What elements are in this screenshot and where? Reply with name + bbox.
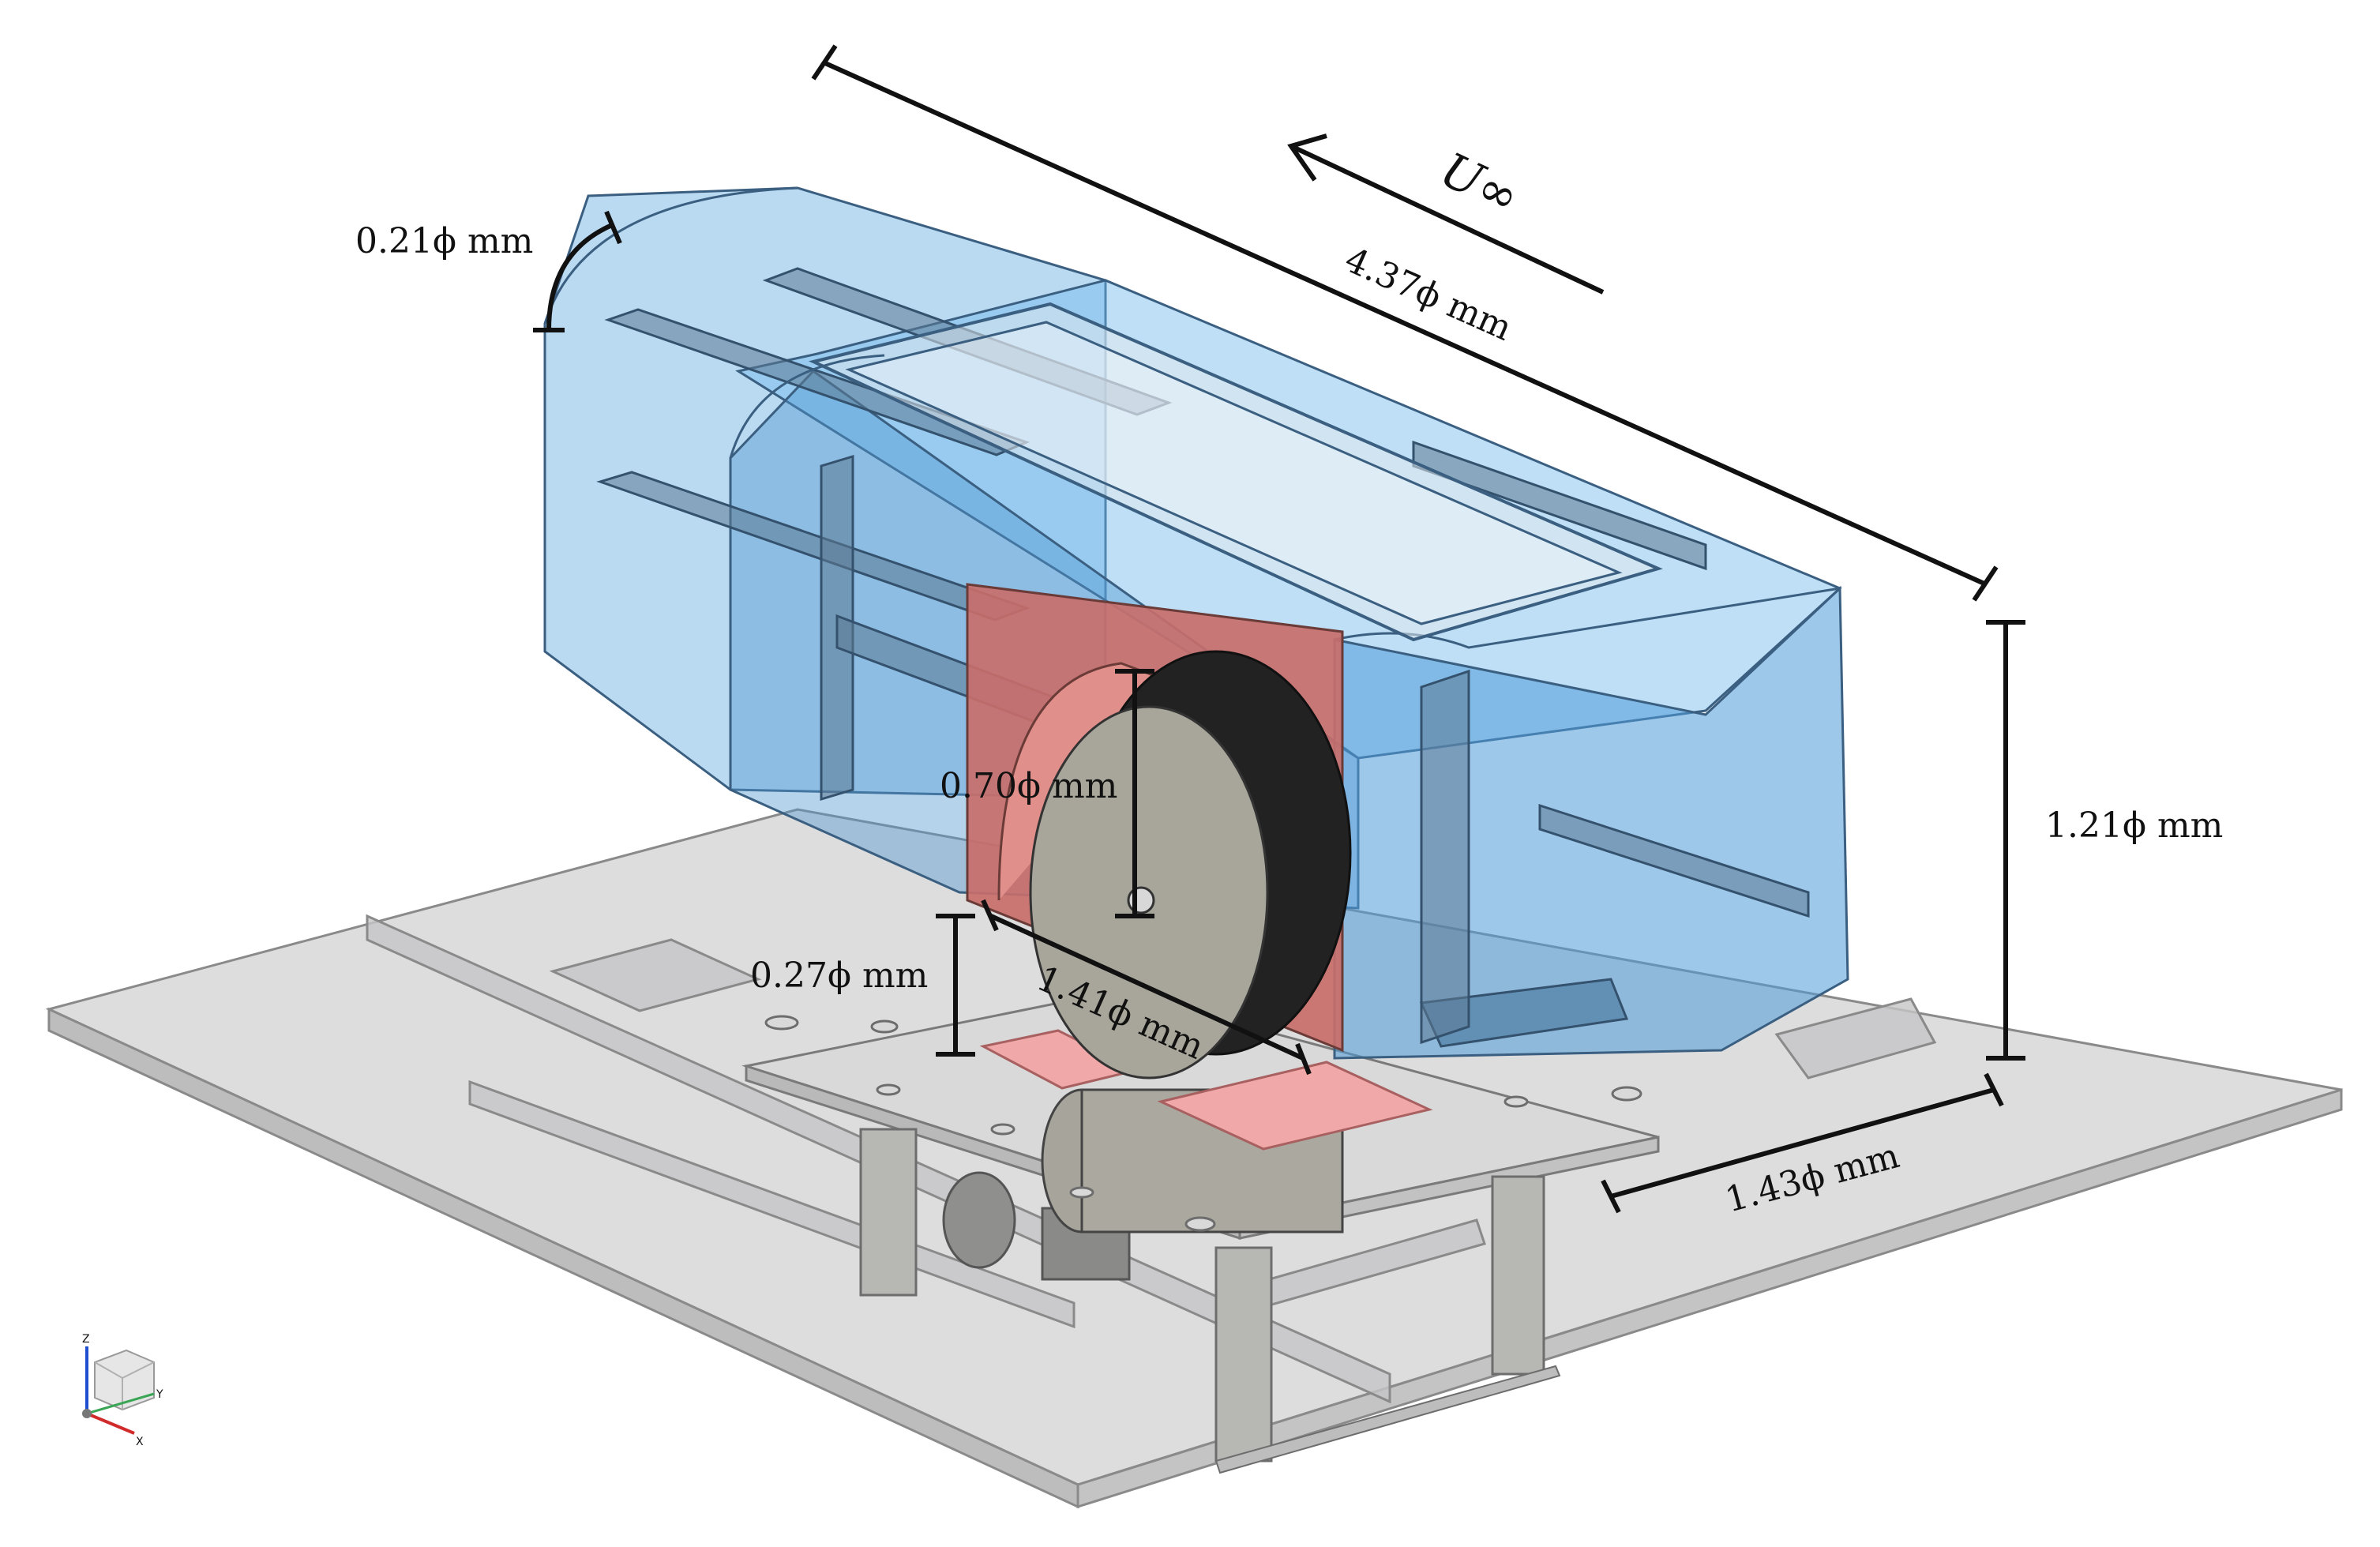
disk-height-label: 0.27ϕ mm	[750, 956, 928, 996]
x-axis-line	[86, 1412, 135, 1435]
height-dimension-label: 1.21ϕ mm	[2045, 805, 2223, 846]
mount-assembly	[741, 989, 1660, 1474]
x-axis-label: X	[136, 1436, 144, 1448]
disk-radius-label: 0.70ϕ mm	[940, 766, 1117, 806]
rotating-disk	[1029, 650, 1352, 1080]
y-axis-line	[86, 1392, 155, 1415]
corner-radius-label: 0.21ϕ mm	[355, 221, 533, 261]
y-axis-label: Y	[156, 1388, 163, 1401]
flow-velocity-label: U∞	[1432, 142, 1528, 226]
z-axis-label: Z	[82, 1333, 90, 1346]
dimension-lines	[533, 44, 2025, 1214]
axis-triad: Z Y X	[82, 1333, 163, 1448]
